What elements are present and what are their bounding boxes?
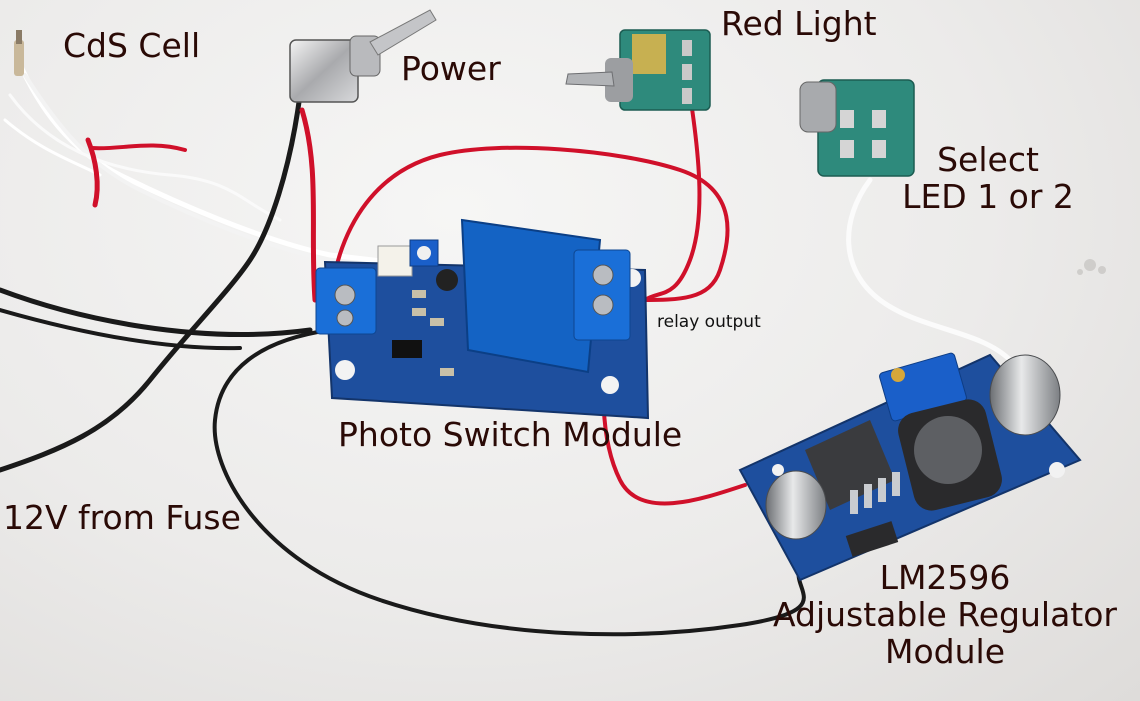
photo-switch-module <box>315 218 650 420</box>
red-light-switch <box>565 29 711 111</box>
label-red-light: Red Light <box>721 4 877 43</box>
wire-white-select <box>846 177 1013 363</box>
wire-black-power <box>0 92 806 637</box>
label-relay-output: relay output <box>657 312 761 332</box>
label-select-line1: Select <box>937 140 1039 179</box>
label-select-line2: LED 1 or 2 <box>902 176 1074 216</box>
label-lm2596-line1: LM2596 <box>879 558 1011 597</box>
label-lm2596-module: LM2596 Adjustable Regulator Module <box>773 558 1117 671</box>
lm2596-module <box>738 352 1082 582</box>
label-power: Power <box>401 49 501 88</box>
label-lm2596-line3: Module <box>885 631 1005 671</box>
wire-bundle-cds <box>3 57 394 268</box>
table-debris <box>1077 259 1106 275</box>
label-lm2596-line2: Adjustable Regulator <box>773 594 1117 634</box>
label-12v-from-fuse: 12V from Fuse <box>3 498 241 537</box>
select-led-switch <box>799 79 915 177</box>
cds-cell <box>14 30 24 76</box>
label-select-led: Select LED 1 or 2 <box>900 140 1076 216</box>
label-cds-cell: CdS Cell <box>63 26 201 65</box>
label-photo-switch-module: Photo Switch Module <box>338 415 683 454</box>
power-switch <box>289 9 437 103</box>
